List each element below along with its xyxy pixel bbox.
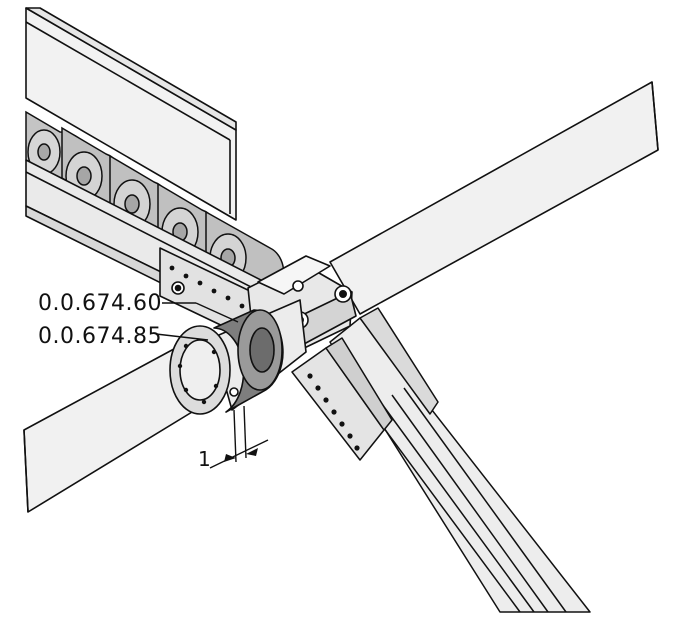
dimension-label: 1 <box>198 447 211 471</box>
profile-rail <box>329 307 591 613</box>
conveyor-frame <box>25 7 237 221</box>
conveyor-side-profile <box>25 159 301 353</box>
callout-label-674-85: 0.0.674.85 <box>38 324 162 349</box>
clamp-ring-0-0-674-85 <box>169 325 231 415</box>
callout-label-674-60: 0.0.674.60 <box>38 291 162 316</box>
lower-bracket <box>291 337 393 461</box>
collar-0-0-674-60 <box>213 309 284 413</box>
dimension-marker <box>209 405 269 469</box>
leader-lines <box>155 302 239 341</box>
